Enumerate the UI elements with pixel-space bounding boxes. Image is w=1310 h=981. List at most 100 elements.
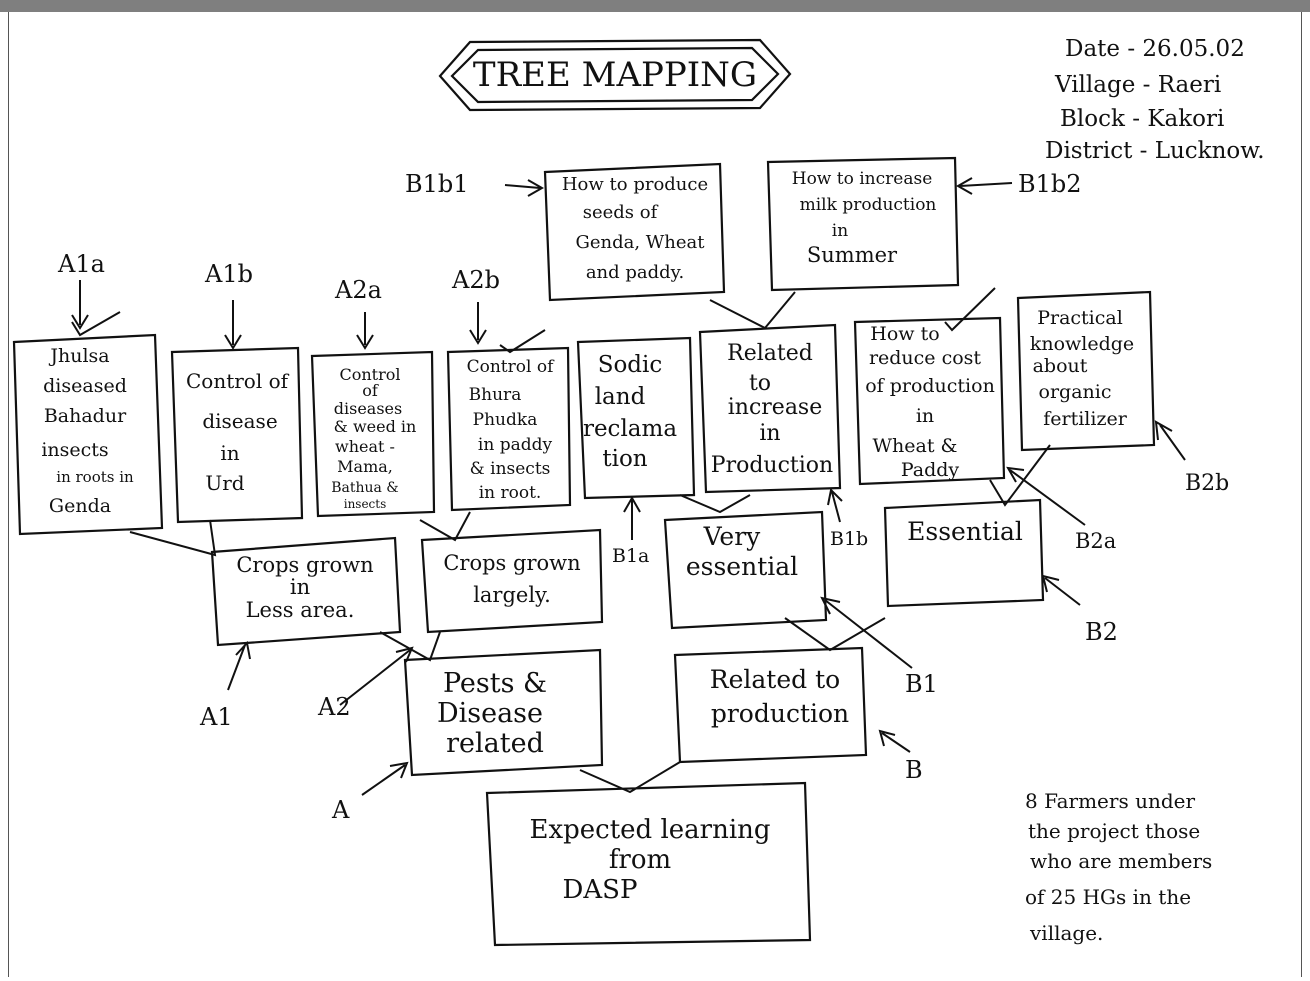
svg-text:in: in (759, 421, 780, 446)
svg-text:in roots in: in roots in (56, 468, 134, 486)
svg-text:Crops grown: Crops grown (443, 551, 580, 575)
svg-text:Jhulsa: Jhulsa (48, 345, 109, 367)
svg-text:land: land (595, 384, 646, 410)
b1a-text: Sodic land reclama tion (583, 352, 677, 472)
svg-text:knowledge: knowledge (1030, 333, 1134, 355)
tag-b1b2: B1b2 (1018, 170, 1082, 198)
tag-b: B (905, 756, 923, 784)
svg-text:largely.: largely. (473, 583, 551, 607)
svg-text:disease: disease (202, 409, 277, 433)
svg-text:in: in (916, 405, 934, 427)
svg-text:of 25 HGs in the: of 25 HGs in the (1025, 885, 1191, 909)
svg-text:Control: Control (339, 365, 400, 384)
essential-text: Essential (907, 517, 1023, 546)
b1b-box (698, 323, 842, 494)
svg-text:Bhura: Bhura (469, 385, 522, 405)
svg-text:the project those: the project those (1028, 819, 1200, 843)
tag-b1a: B1a (612, 545, 649, 567)
svg-text:& weed in: & weed in (334, 417, 417, 436)
svg-text:Related: Related (727, 341, 813, 366)
b1b-text: Related to increase in Production (711, 341, 833, 478)
svg-text:in paddy: in paddy (478, 435, 553, 455)
svg-text:8 Farmers under: 8 Farmers under (1025, 789, 1195, 813)
branch-tags: A B A1 A2 B1 B2 A1a A1b A2a A2b B1a B1b … (57, 170, 1229, 824)
b1b2-box (766, 156, 960, 292)
less-area-text: Crops grown in Less area. (236, 553, 373, 622)
svg-text:Genda, Wheat: Genda, Wheat (575, 232, 705, 253)
svg-text:from: from (609, 845, 671, 875)
svg-text:Paddy: Paddy (901, 459, 960, 481)
svg-text:to: to (749, 371, 771, 396)
tag-a2a: A2a (334, 276, 382, 304)
svg-text:Genda: Genda (49, 495, 111, 517)
svg-text:related: related (446, 728, 544, 759)
farmers-note: 8 Farmers under the project those who ar… (1025, 789, 1212, 945)
a1b-box (170, 346, 304, 524)
info-block-name: Block - Kakori (1060, 106, 1224, 132)
svg-text:How to: How to (870, 323, 939, 345)
svg-text:Essential: Essential (907, 517, 1023, 546)
very-essential-text: Very essential (686, 522, 798, 581)
svg-text:reclama: reclama (583, 416, 677, 442)
svg-text:Sodic: Sodic (598, 352, 663, 378)
svg-text:reduce cost: reduce cost (869, 347, 981, 369)
info-district: District - Lucknow. (1045, 138, 1265, 164)
svg-text:increase: increase (728, 395, 823, 420)
tag-a1a: A1a (57, 250, 105, 278)
svg-text:wheat -: wheat - (335, 437, 395, 456)
svg-text:diseases: diseases (334, 399, 402, 418)
svg-text:and paddy.: and paddy. (586, 262, 684, 283)
tag-b1b1: B1b1 (405, 170, 469, 198)
b2b-box (1016, 290, 1156, 452)
pests-text: Pests & Disease related (437, 668, 547, 759)
a2a-text: Control of diseases & weed in wheat - Ma… (331, 365, 416, 511)
svg-text:Crops grown: Crops grown (236, 553, 373, 577)
tag-b1: B1 (905, 670, 938, 698)
tag-b1b: B1b (830, 528, 868, 550)
page-title: TREE MAPPING (473, 55, 757, 95)
diagram-boxes (12, 156, 1156, 947)
tag-a2b: A2b (451, 266, 500, 294)
svg-text:Disease: Disease (437, 698, 543, 729)
svg-text:How to produce: How to produce (562, 174, 708, 195)
a1a-box (12, 333, 164, 536)
root-box (485, 781, 812, 947)
svg-text:Summer: Summer (807, 243, 898, 267)
production-box (673, 646, 868, 764)
a1a-text: Jhulsa diseased Bahadur insects in roots… (41, 345, 134, 517)
tag-a1: A1 (199, 703, 233, 731)
header-bar (0, 0, 1310, 12)
svg-text:How to increase: How to increase (792, 169, 933, 189)
svg-text:Wheat &: Wheat & (873, 435, 958, 457)
svg-text:Pests &: Pests & (443, 668, 547, 699)
b2a-box (853, 316, 1006, 486)
info-village: Village - Raeri (1054, 72, 1221, 98)
info-block: Date - 26.05.02 Village - Raeri Block - … (1045, 36, 1265, 164)
svg-text:fertilizer: fertilizer (1043, 408, 1127, 430)
less-area-box (210, 536, 402, 647)
svg-text:DASP: DASP (563, 875, 638, 905)
svg-text:essential: essential (686, 552, 798, 581)
svg-text:Very: Very (703, 522, 762, 551)
svg-text:organic: organic (1039, 381, 1112, 403)
b2b-text: Practical knowledge about organic fertil… (1030, 307, 1134, 430)
b2a-text: How to reduce cost of production in Whea… (865, 323, 995, 481)
a1b-text: Control of disease in Urd (186, 369, 290, 495)
svg-text:Production: Production (711, 453, 833, 478)
svg-text:Less area.: Less area. (246, 598, 355, 622)
svg-text:insects: insects (41, 439, 108, 461)
svg-text:Related to: Related to (710, 665, 840, 694)
svg-text:Control of: Control of (186, 369, 290, 393)
svg-text:in: in (832, 221, 848, 241)
tag-a: A (331, 796, 350, 824)
svg-text:milk production: milk production (800, 195, 937, 215)
svg-text:Bahadur: Bahadur (44, 405, 127, 427)
svg-text:Control of: Control of (467, 357, 555, 377)
svg-text:who are members: who are members (1030, 849, 1212, 873)
connector-lines (71, 177, 1186, 796)
b1b2-text: How to increase milk production in Summe… (792, 169, 937, 267)
largely-box (420, 528, 604, 634)
largely-text: Crops grown largely. (443, 551, 580, 607)
svg-text:village.: village. (1029, 921, 1103, 945)
